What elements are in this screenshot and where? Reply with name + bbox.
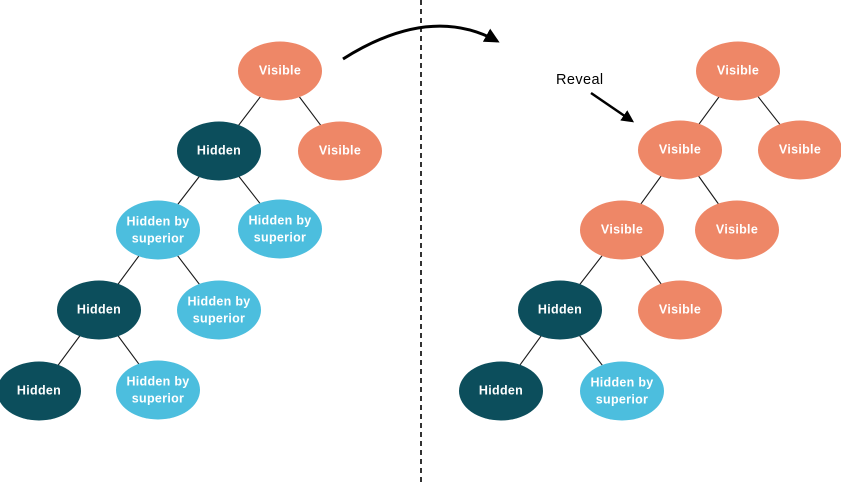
tree-node: Visible [695,200,779,260]
node-label: Visible [600,222,644,237]
tree-node: Hidden by superior [116,200,200,260]
node-label: Hidden [196,143,242,158]
tree-node: Hidden by superior [116,360,200,420]
tree-node: Visible [758,120,841,180]
tree-node: Hidden by superior [580,361,664,421]
node-label: Hidden [537,302,583,317]
tree-node: Visible [238,41,322,101]
node-label: Hidden [478,383,524,398]
tree-node: Visible [298,121,382,181]
node-label: Hidden by superior [590,375,654,406]
node-label: Visible [658,142,702,157]
node-label: Visible [778,142,822,157]
tree-node: Visible [580,200,664,260]
node-label: Visible [658,302,702,317]
tree-node: Hidden [57,280,141,340]
node-label: Visible [258,63,302,78]
tree-node: Hidden by superior [177,280,261,340]
node-label: Visible [318,143,362,158]
tree-node: Hidden by superior [238,199,322,259]
reveal-label: Reveal [556,72,604,88]
node-label: Hidden [76,302,122,317]
transform-arrow [342,24,500,61]
node-label: Hidden by superior [126,374,190,405]
tree-node: Visible [638,280,722,340]
node-label: Hidden by superior [126,214,190,245]
node-label: Visible [715,222,759,237]
node-label: Hidden [16,383,62,398]
tree-node: Hidden [459,361,543,421]
node-label: Visible [716,63,760,78]
tree-node: Visible [696,41,780,101]
reveal-arrow [590,91,635,123]
tree-node: Hidden [518,280,602,340]
tree-node: Visible [638,120,722,180]
tree-node: Hidden [0,361,81,421]
node-label: Hidden by superior [187,294,251,325]
tree-node: Hidden [177,121,261,181]
node-label: Hidden by superior [248,213,312,244]
